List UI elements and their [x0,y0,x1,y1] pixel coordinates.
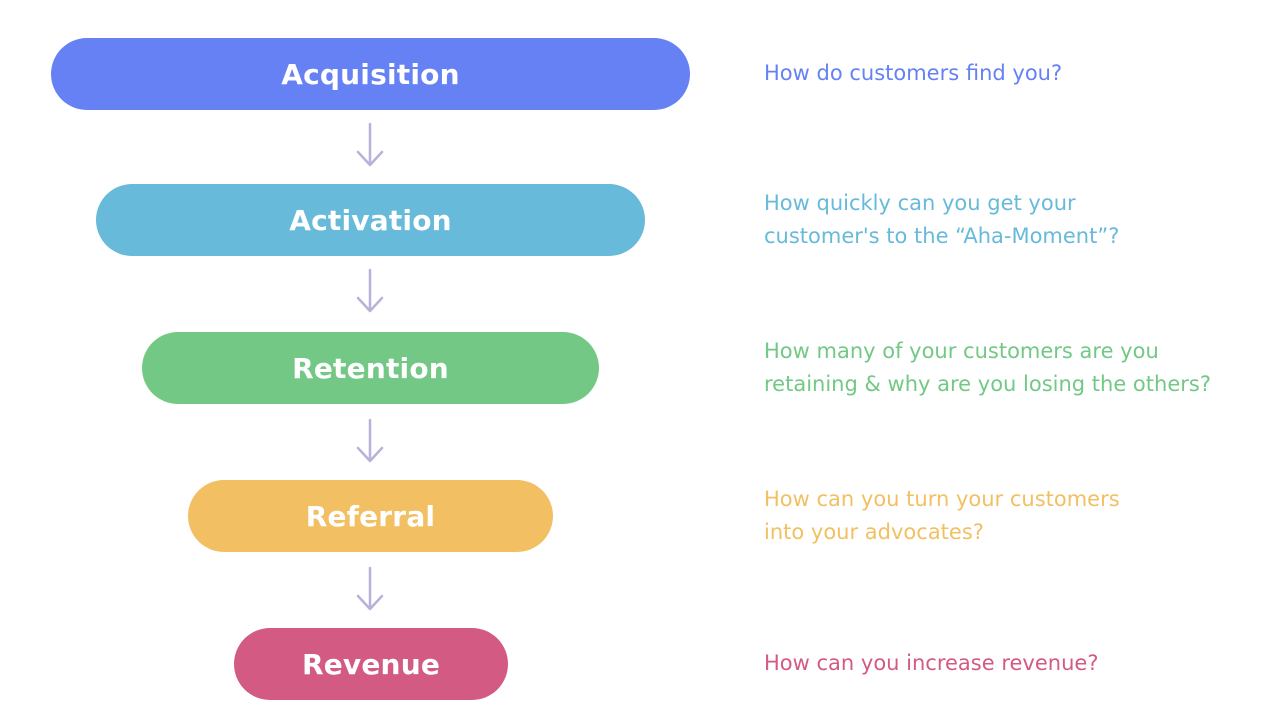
stage-pill-retention: Retention [142,332,599,404]
stage-question-retention: How many of your customers are you retai… [764,335,1264,401]
stage-pill-referral: Referral [188,480,553,552]
question-line: How many of your customers are you [764,339,1159,363]
question-line: How quickly can you get your [764,191,1076,215]
stage-pill-acquisition: Acquisition [51,38,690,110]
stage-label-revenue: Revenue [301,647,441,681]
stage-label-acquisition: Acquisition [281,57,460,91]
stage-question-activation: How quickly can you get your customer's … [764,187,1264,253]
stage-question-acquisition: How do customers find you? [764,57,1264,90]
stage-question-revenue: How can you increase revenue? [764,647,1264,680]
stage-label-referral: Referral [305,499,436,533]
stage-pill-revenue: Revenue [234,628,508,700]
down-arrow-icon [356,418,384,463]
down-arrow-icon [356,268,384,313]
question-line: customer's to the “Aha-Moment”? [764,224,1120,248]
stage-label-retention: Retention [292,351,449,385]
down-arrow-icon [356,566,384,611]
stage-pill-activation: Activation [96,184,645,256]
question-line: How can you increase revenue? [764,651,1099,675]
question-line: into your advocates? [764,520,984,544]
question-line: retaining & why are you losing the other… [764,372,1211,396]
stage-question-referral: How can you turn your customers into you… [764,483,1264,549]
down-arrow-icon [356,122,384,167]
stage-label-activation: Activation [289,203,452,237]
question-line: How do customers find you? [764,61,1063,85]
question-line: How can you turn your customers [764,487,1120,511]
